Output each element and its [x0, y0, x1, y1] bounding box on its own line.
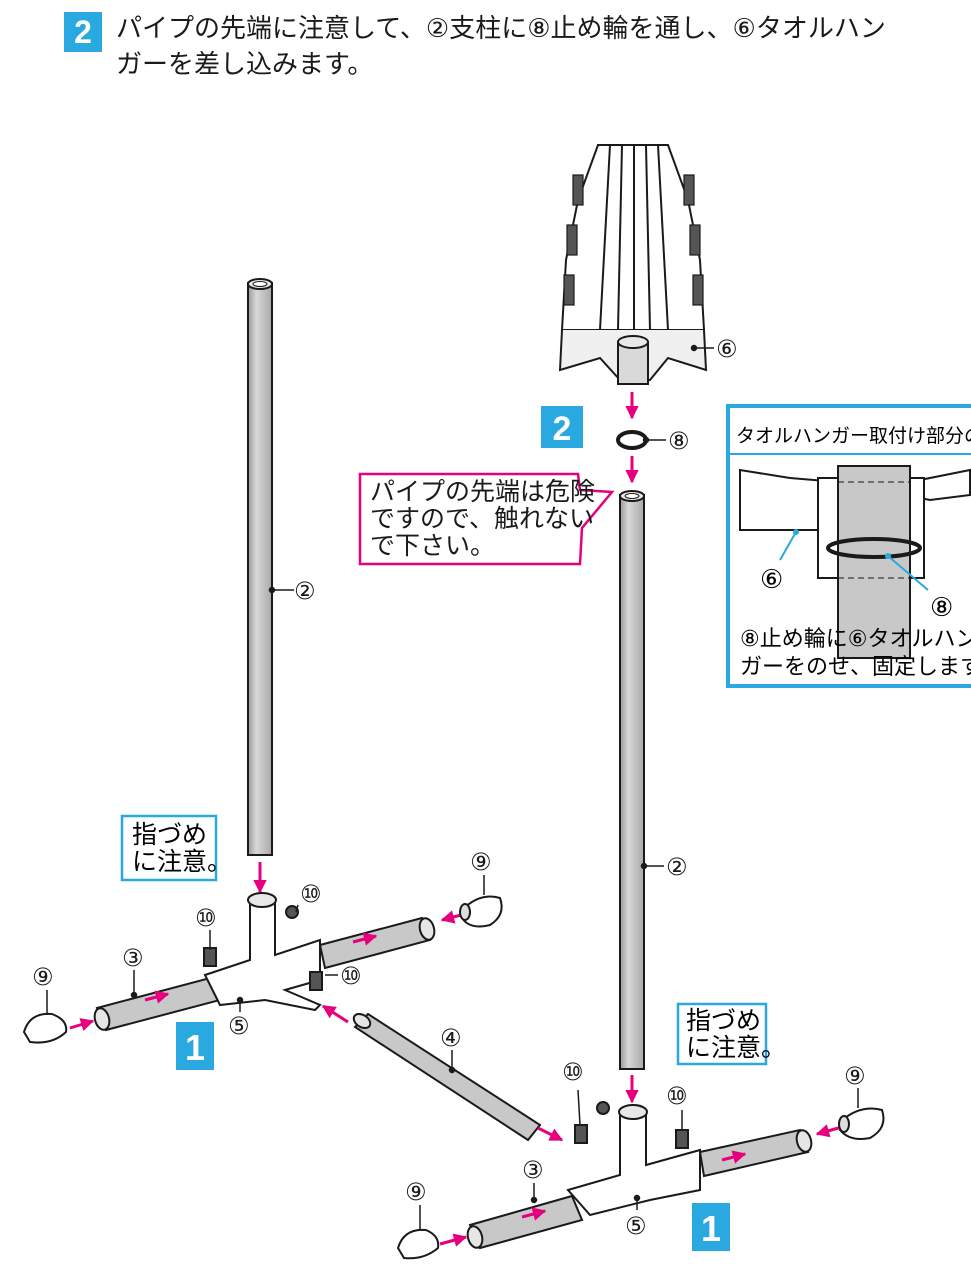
label-right-knob-top: ⑩ [562, 1058, 584, 1086]
label-left-knob-front: ⑩ [195, 904, 217, 932]
pinch-callout-right-line-1: 指づめ [686, 1006, 761, 1035]
label-cap-right-back: ⑨ [844, 1062, 866, 1090]
danger-callout-line-2: ですので、触れない [370, 504, 594, 533]
ring-step-badge-number: 2 [553, 410, 572, 448]
step-instruction-line-2: ガーを差し込みます。 [116, 50, 374, 80]
cap-left-back [459, 895, 503, 928]
label-stop-ring: ⑧ [668, 427, 690, 455]
label-left-tee: ⑤ [228, 1012, 250, 1040]
left-base-step-badge [176, 1022, 214, 1070]
step-number-badge: 2 [64, 12, 102, 52]
danger-callout-line-1: パイプの先端は危険 [370, 477, 595, 506]
step-instruction-line-1: パイプの先端に注意して、②支柱に⑧止め輪を通し、⑥タオルハン [116, 14, 886, 44]
label-right-knob-side: ⑩ [666, 1082, 688, 1110]
cap-right-end [396, 1228, 440, 1260]
detail-caption-line-2: ガーをのせ、固定します。 [740, 655, 971, 680]
label-crossbar: ④ [440, 1024, 462, 1052]
crossbar [352, 1012, 542, 1142]
left-base [93, 892, 436, 1032]
cap-left-end [22, 1012, 68, 1044]
detail-label-hanger: ⑥ [760, 565, 783, 595]
label-cap-left-end: ⑨ [32, 963, 54, 991]
pinch-callout-left-line-2: に注意。 [132, 847, 232, 876]
right-base-step-badge-number: 1 [701, 1208, 721, 1249]
label-right-tee: ⑤ [625, 1212, 647, 1240]
right-pole [619, 490, 645, 1070]
label-cap-left-back: ⑨ [470, 848, 492, 876]
pinch-callout-left-line-1: 指づめ [132, 820, 207, 849]
towel-hanger [558, 144, 708, 385]
ring-step-badge [541, 406, 583, 448]
pinch-callout-right [676, 1002, 768, 1066]
label-right-connector: ③ [522, 1156, 544, 1184]
pinch-callout-right-line-2: に注意。 [686, 1033, 786, 1062]
detail-label-ring: ⑧ [930, 593, 953, 623]
danger-callout-box [358, 472, 615, 566]
leader-lines [46, 344, 859, 1230]
label-left-connector: ③ [122, 944, 144, 972]
detail-title: タオルハンガー取付け部分の詳細 [736, 425, 971, 447]
towel-hanger-clips [563, 174, 704, 306]
step-header: 2 パイプの先端に注意して、②支柱に⑧止め輪を通し、⑥タオルハン ガーを差し込み… [64, 6, 971, 86]
arrow-crossbar-insert [537, 1126, 564, 1142]
label-left-pole: ② [294, 577, 316, 605]
danger-callout-line-3: で下さい。 [370, 531, 495, 560]
right-base-arrows [439, 1124, 843, 1247]
label-cap-right-end: ⑨ [405, 1178, 427, 1206]
label-right-pole: ② [666, 853, 688, 881]
stop-ring [616, 430, 648, 450]
label-left-knob-right: ⑩ [340, 962, 362, 990]
left-base-step-badge-number: 1 [185, 1027, 205, 1068]
label-towel-hanger: ⑥ [716, 335, 738, 363]
label-left-knob-top: ⑩ [300, 880, 322, 908]
pinch-callout-left [120, 814, 218, 882]
cap-right-back [838, 1107, 885, 1140]
left-pole [247, 278, 273, 856]
right-base-step-badge [692, 1203, 730, 1251]
detail-caption-line-1: ⑧止め輪に⑥タオルハン [740, 627, 971, 652]
detail-inset: タオルハンガー取付け部分の詳細 ⑥ ⑧ ⑧止め輪に⑥タオルハン ガーをのせ、固定… [726, 404, 971, 688]
